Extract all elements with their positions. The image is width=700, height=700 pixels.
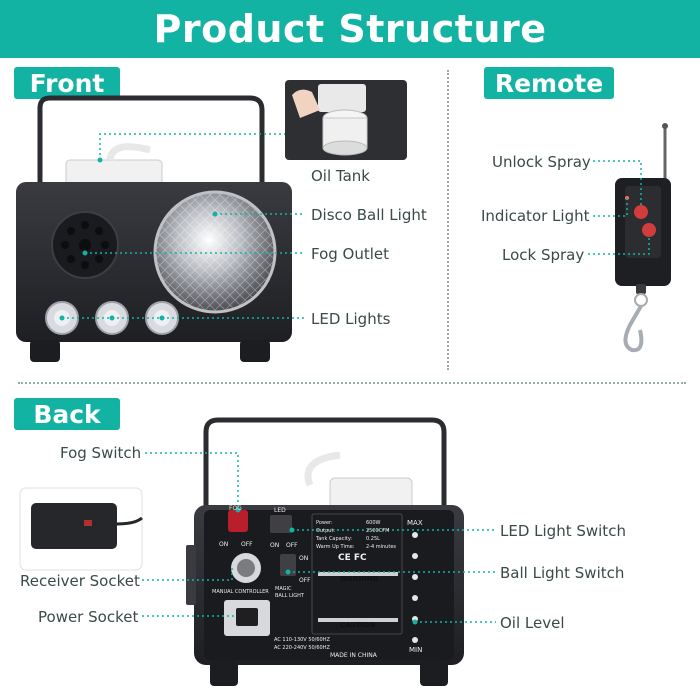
spec-tank: Tank Capacity: bbox=[316, 536, 353, 542]
unlock-button bbox=[634, 205, 648, 219]
horizontal-divider bbox=[18, 382, 686, 384]
label-led-light-switch: LED Light Switch bbox=[500, 522, 626, 540]
label-indicator-light: Indicator Light bbox=[481, 207, 590, 225]
label-unlock-spray: Unlock Spray bbox=[492, 153, 591, 171]
oil-tank-inset bbox=[285, 80, 407, 160]
ac-rating-2: AC 220-240V 50/60HZ bbox=[274, 645, 330, 651]
spec-warm: Warm Up Time: bbox=[316, 544, 355, 550]
panel-max: MAX bbox=[407, 519, 423, 527]
section-tag-back: Back bbox=[14, 398, 120, 430]
section-tag-remote: Remote bbox=[484, 67, 614, 99]
panel-magic-ball-light: MAGIC BALL LIGHT bbox=[275, 586, 304, 599]
panel-fog-off: OFF bbox=[241, 541, 253, 548]
label-fog-outlet: Fog Outlet bbox=[311, 245, 390, 263]
panel-manual-controller: MANUAL CONTROLLER bbox=[212, 589, 269, 595]
receiver-inset bbox=[19, 487, 143, 571]
label-led-lights: LED Lights bbox=[311, 310, 391, 328]
lock-button bbox=[642, 223, 656, 237]
warning-label: WARNING bbox=[340, 575, 379, 583]
remote-control bbox=[615, 123, 671, 353]
label-power-socket: Power Socket bbox=[38, 608, 139, 626]
label-ball-light-switch: Ball Light Switch bbox=[500, 564, 625, 582]
panel-ball-off: OFF bbox=[299, 577, 311, 584]
panel-fog-label: FOG bbox=[229, 505, 242, 512]
panel-ball-on: ON bbox=[299, 555, 309, 562]
led-switch bbox=[270, 515, 292, 533]
vertical-divider bbox=[447, 70, 449, 370]
spec-tank-value: 0.25L bbox=[366, 536, 380, 542]
front-fog-machine bbox=[16, 95, 292, 362]
back-fog-machine bbox=[186, 417, 464, 686]
panel-min: MIN bbox=[409, 646, 423, 654]
spec-output: Output: bbox=[316, 528, 336, 534]
page-title: Product Structure bbox=[153, 7, 547, 51]
panel-fog-on: ON bbox=[219, 541, 229, 548]
label-oil-tank: Oil Tank bbox=[311, 167, 370, 185]
title-banner: Product Structure bbox=[0, 0, 700, 58]
section-tag-front: Front bbox=[14, 67, 120, 99]
ac-rating-1: AC 110-130V 50/60HZ bbox=[274, 637, 330, 643]
spec-power: Power: bbox=[316, 520, 333, 526]
label-disco-ball-light: Disco Ball Light bbox=[311, 206, 427, 224]
fog-switch bbox=[228, 510, 248, 532]
panel-led-on: ON bbox=[270, 542, 280, 549]
label-receiver-socket: Receiver Socket bbox=[20, 572, 140, 590]
spec-power-value: 600W bbox=[366, 520, 381, 526]
caution-label: CAUTION bbox=[340, 621, 376, 629]
spec-output-value: 2500CFM bbox=[366, 528, 390, 534]
ball-switch bbox=[280, 554, 296, 576]
panel-led-label: LED bbox=[274, 507, 286, 514]
label-lock-spray: Lock Spray bbox=[502, 246, 585, 264]
cert-marks: CE FC bbox=[338, 553, 367, 563]
made-in-china: MADE IN CHINA bbox=[330, 652, 377, 659]
label-fog-switch: Fog Switch bbox=[60, 444, 142, 462]
panel-led-off: OFF bbox=[286, 542, 298, 549]
spec-warm-value: 2-4 minutes bbox=[366, 544, 396, 550]
label-oil-level: Oil Level bbox=[500, 614, 565, 632]
